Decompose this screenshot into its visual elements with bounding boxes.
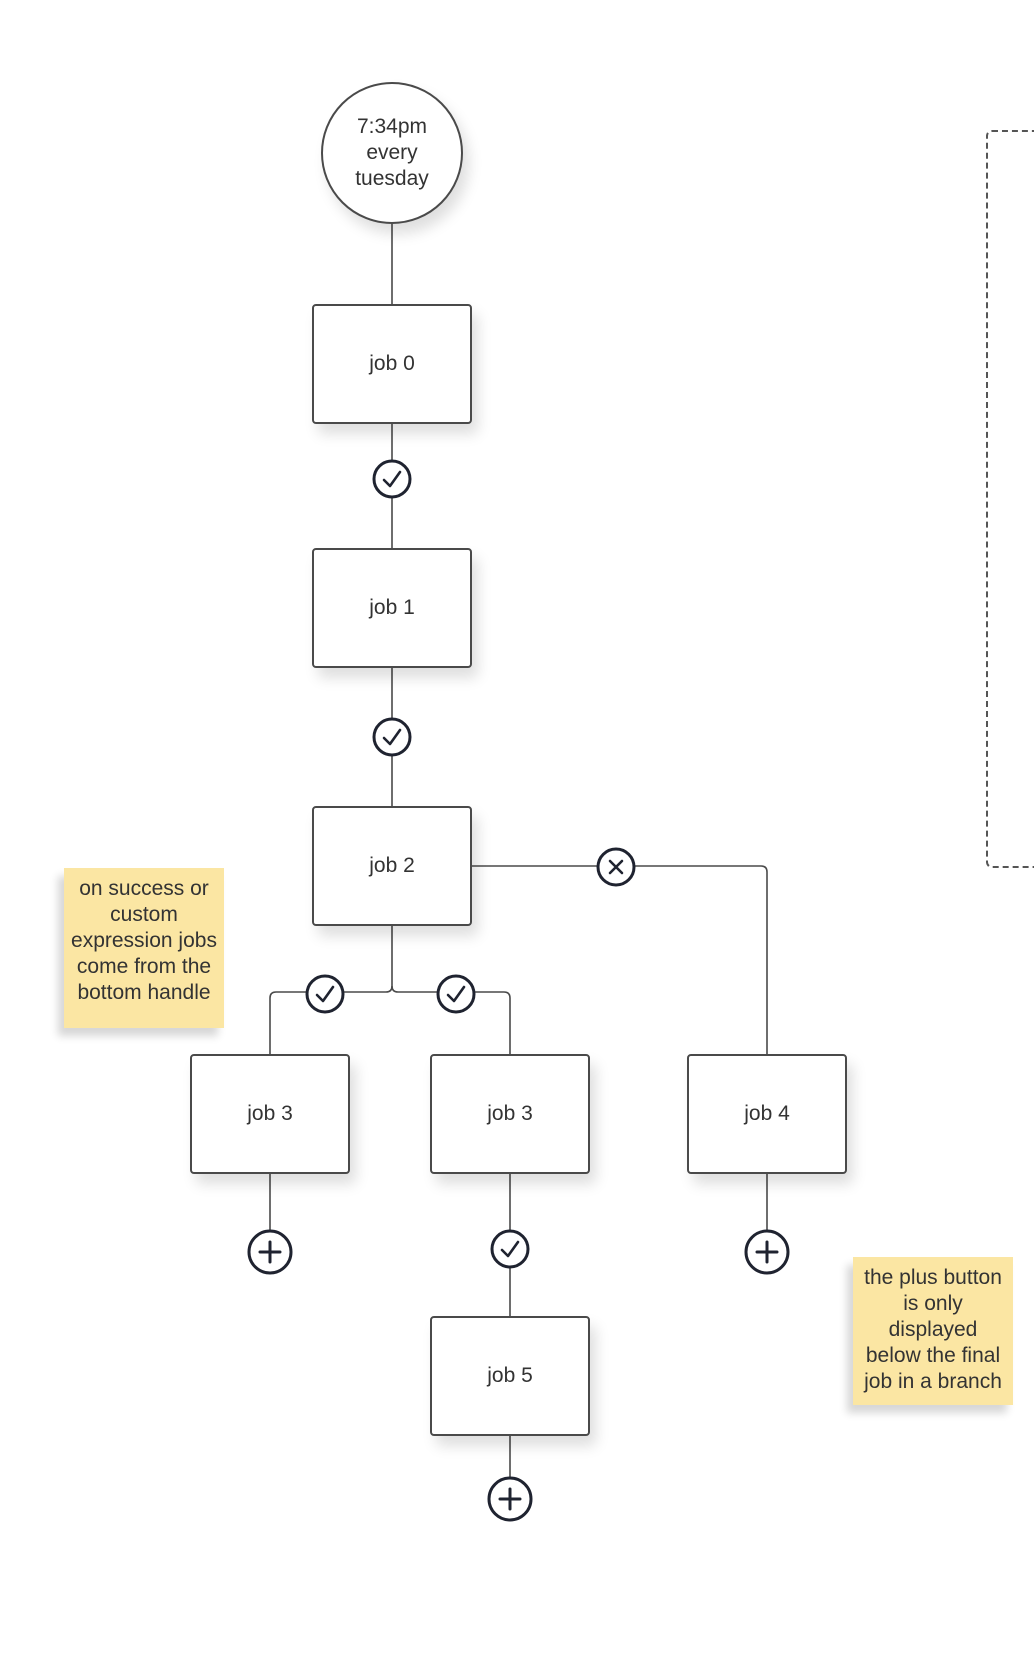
sticky-note-line: job in a branch: [864, 1370, 1002, 1393]
add-job-button-job3a[interactable]: [247, 1229, 293, 1275]
plus-icon: [258, 1240, 282, 1264]
success-badge-job2-job3a[interactable]: [305, 974, 345, 1014]
plus-icon: [755, 1240, 779, 1264]
sticky-note-line: below the final: [865, 1344, 1001, 1367]
failure-badge-job2-job4[interactable]: [596, 847, 636, 887]
plus-icon: [498, 1487, 522, 1511]
success-badge-job1-job2[interactable]: [372, 717, 412, 757]
edge-job2-job3b: [391, 985, 511, 1054]
cross-icon: [608, 859, 624, 875]
job-node-1[interactable]: job 1: [312, 548, 472, 668]
sticky-note-line: bottom handle: [77, 981, 211, 1004]
check-icon: [382, 728, 402, 746]
add-job-button-job4[interactable]: [744, 1229, 790, 1275]
job-node-2[interactable]: job 2: [312, 806, 472, 926]
job-node-5[interactable]: job 5: [430, 1316, 590, 1436]
trigger-label: 7:34pm every tuesday: [355, 114, 429, 192]
job-label: job 4: [744, 1102, 790, 1125]
trigger-label-line: 7:34pm: [356, 115, 428, 138]
job-node-0[interactable]: job 0: [312, 304, 472, 424]
job-node-3b[interactable]: job 3: [430, 1054, 590, 1174]
sticky-note-line: displayed: [888, 1318, 978, 1341]
success-badge-job2-job3b[interactable]: [436, 974, 476, 1014]
dashed-group-frame: [986, 130, 1034, 868]
trigger-label-line: every: [366, 141, 418, 164]
job-label: job 5: [487, 1364, 533, 1387]
job-node-3a[interactable]: job 3: [190, 1054, 350, 1174]
job-label: job 1: [369, 596, 415, 619]
trigger-label-line: tuesday: [355, 167, 429, 190]
sticky-note-line: expression jobs: [71, 929, 217, 952]
sticky-note-right: the plus button is only displayed below …: [853, 1257, 1013, 1405]
check-icon: [500, 1240, 520, 1258]
check-icon: [315, 985, 335, 1003]
check-icon: [446, 985, 466, 1003]
sticky-note-line: the plus button: [864, 1266, 1002, 1289]
job-label: job 3: [247, 1102, 293, 1125]
check-icon: [382, 470, 402, 488]
sticky-note-line: is only: [903, 1292, 963, 1315]
success-badge-job3b-job5[interactable]: [490, 1229, 530, 1269]
job-label: job 0: [369, 352, 415, 375]
sticky-note-left: on success or custom expression jobs com…: [64, 868, 224, 1028]
sticky-note-line: custom: [110, 903, 178, 926]
job-label: job 3: [487, 1102, 533, 1125]
success-badge-job0-job1[interactable]: [372, 459, 412, 499]
job-node-4[interactable]: job 4: [687, 1054, 847, 1174]
sticky-note-line: on success or: [79, 877, 209, 900]
job-label: job 2: [369, 854, 415, 877]
sticky-note-line: come from the: [76, 955, 212, 978]
add-job-button-job5[interactable]: [487, 1476, 533, 1522]
edge-job2-job4: [472, 865, 768, 1054]
trigger-node[interactable]: 7:34pm every tuesday: [321, 82, 463, 224]
